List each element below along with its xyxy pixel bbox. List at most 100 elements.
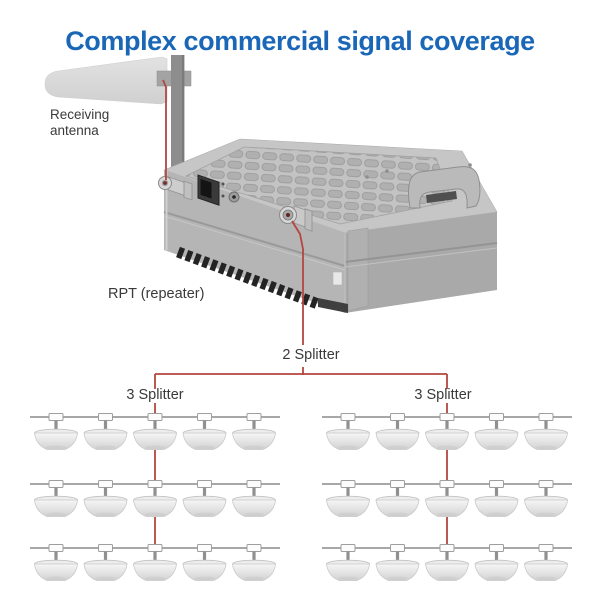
antenna-stem — [544, 551, 548, 565]
antenna-mount — [439, 544, 455, 552]
ceiling-antenna — [133, 413, 177, 450]
panel-dot — [221, 194, 225, 198]
antenna-mount — [246, 544, 262, 552]
device-front-face — [164, 170, 345, 313]
antenna-mount — [98, 413, 113, 421]
ceiling-antenna — [232, 544, 276, 581]
antenna-mount — [98, 480, 113, 488]
antenna-dome — [375, 499, 420, 517]
antenna-stem — [252, 551, 256, 565]
antenna-dome — [326, 563, 370, 581]
receiving-antenna-label: Receiving antenna — [50, 107, 110, 139]
antenna-dome-shade — [244, 576, 264, 581]
antenna-body — [44, 56, 168, 105]
antenna-dome — [34, 432, 78, 450]
antenna-stem — [153, 487, 157, 501]
screw-dot — [385, 169, 389, 173]
antenna-stem — [395, 487, 400, 501]
ceiling-antenna — [133, 544, 177, 581]
antenna-mount — [489, 413, 504, 421]
antenna-dome-shade — [145, 445, 165, 450]
ceiling-antenna — [326, 544, 370, 581]
antenna-mount — [390, 544, 405, 552]
ceiling-antenna — [375, 544, 420, 581]
device-display — [197, 174, 220, 206]
antenna-stem — [544, 420, 548, 434]
antenna-stem — [103, 487, 108, 501]
antenna-stem — [153, 551, 157, 565]
antenna-mast-shade — [182, 55, 185, 177]
device-handle — [407, 166, 481, 209]
antenna-dome — [474, 499, 519, 517]
antenna-mount — [147, 544, 163, 552]
antenna-dome — [83, 563, 128, 581]
antenna-dome — [326, 499, 370, 517]
ceiling-antenna — [375, 413, 420, 450]
antenna-dome — [524, 563, 568, 581]
ceiling-antenna — [34, 413, 78, 450]
antenna-dome — [133, 563, 177, 581]
device-handle-slot — [426, 191, 457, 203]
antenna-dome — [34, 499, 78, 517]
antenna-dome-shade — [194, 576, 215, 581]
ceiling-antenna — [524, 480, 568, 517]
antenna-mount — [147, 480, 163, 488]
antenna-stem — [54, 487, 58, 501]
antenna-stem — [252, 487, 256, 501]
antenna-dome — [375, 432, 420, 450]
ceiling-antenna — [375, 480, 420, 517]
ceiling-antenna — [326, 413, 370, 450]
antenna-dome-shade — [95, 576, 116, 581]
cable-terminal-dot — [163, 181, 167, 185]
ceiling-antenna — [34, 480, 78, 517]
ceiling-antenna — [182, 480, 227, 517]
coverage-grid-left — [30, 374, 280, 581]
antenna-mount — [197, 544, 212, 552]
antenna-dome-shade — [437, 445, 457, 450]
ceiling-antenna — [474, 413, 519, 450]
antenna-dome-shade — [95, 445, 116, 450]
antenna-dome-shade — [95, 512, 116, 517]
antenna-dome — [232, 432, 276, 450]
antenna-mast — [171, 55, 184, 177]
antenna-stem — [54, 420, 58, 434]
device-side-groove-hl — [344, 247, 498, 268]
antenna-stem — [346, 487, 350, 501]
antenna-dome-shade — [387, 512, 408, 517]
antenna-stem — [103, 551, 108, 565]
antenna-stem — [445, 551, 449, 565]
antenna-mount — [390, 413, 405, 421]
antenna-dome — [232, 499, 276, 517]
antenna-stem — [202, 551, 207, 565]
antenna-dome-shade — [536, 512, 556, 517]
antenna-stem — [346, 420, 350, 434]
antenna-dome-shade — [338, 445, 358, 450]
output-connector — [279, 205, 313, 232]
antenna-dome-shade — [194, 445, 215, 450]
antenna-dome-shade — [145, 512, 165, 517]
ceiling-antenna — [474, 480, 519, 517]
antenna-dome-shade — [194, 512, 215, 517]
antenna-dome — [34, 563, 78, 581]
device-front-seam — [163, 211, 346, 267]
antenna-dome-shade — [145, 576, 165, 581]
antenna-stem — [445, 420, 449, 434]
antenna-mount — [48, 480, 64, 488]
coverage-grid-right — [322, 374, 572, 581]
antenna-mount — [98, 544, 113, 552]
antenna-dome-shade — [338, 576, 358, 581]
antenna-dome — [232, 563, 276, 581]
antenna-mount — [197, 413, 212, 421]
antenna-dome-shade — [486, 512, 507, 517]
antenna-mount — [340, 413, 356, 421]
antenna-dome — [182, 563, 227, 581]
ceiling-antenna — [182, 413, 227, 450]
device-side-rib — [347, 227, 369, 312]
antenna-mount — [538, 413, 554, 421]
antenna-stem — [252, 420, 256, 434]
antenna-dome — [133, 499, 177, 517]
ceiling-antenna — [232, 480, 276, 517]
repeater-label: RPT (repeater) — [108, 286, 205, 302]
antenna-stem — [103, 420, 108, 434]
